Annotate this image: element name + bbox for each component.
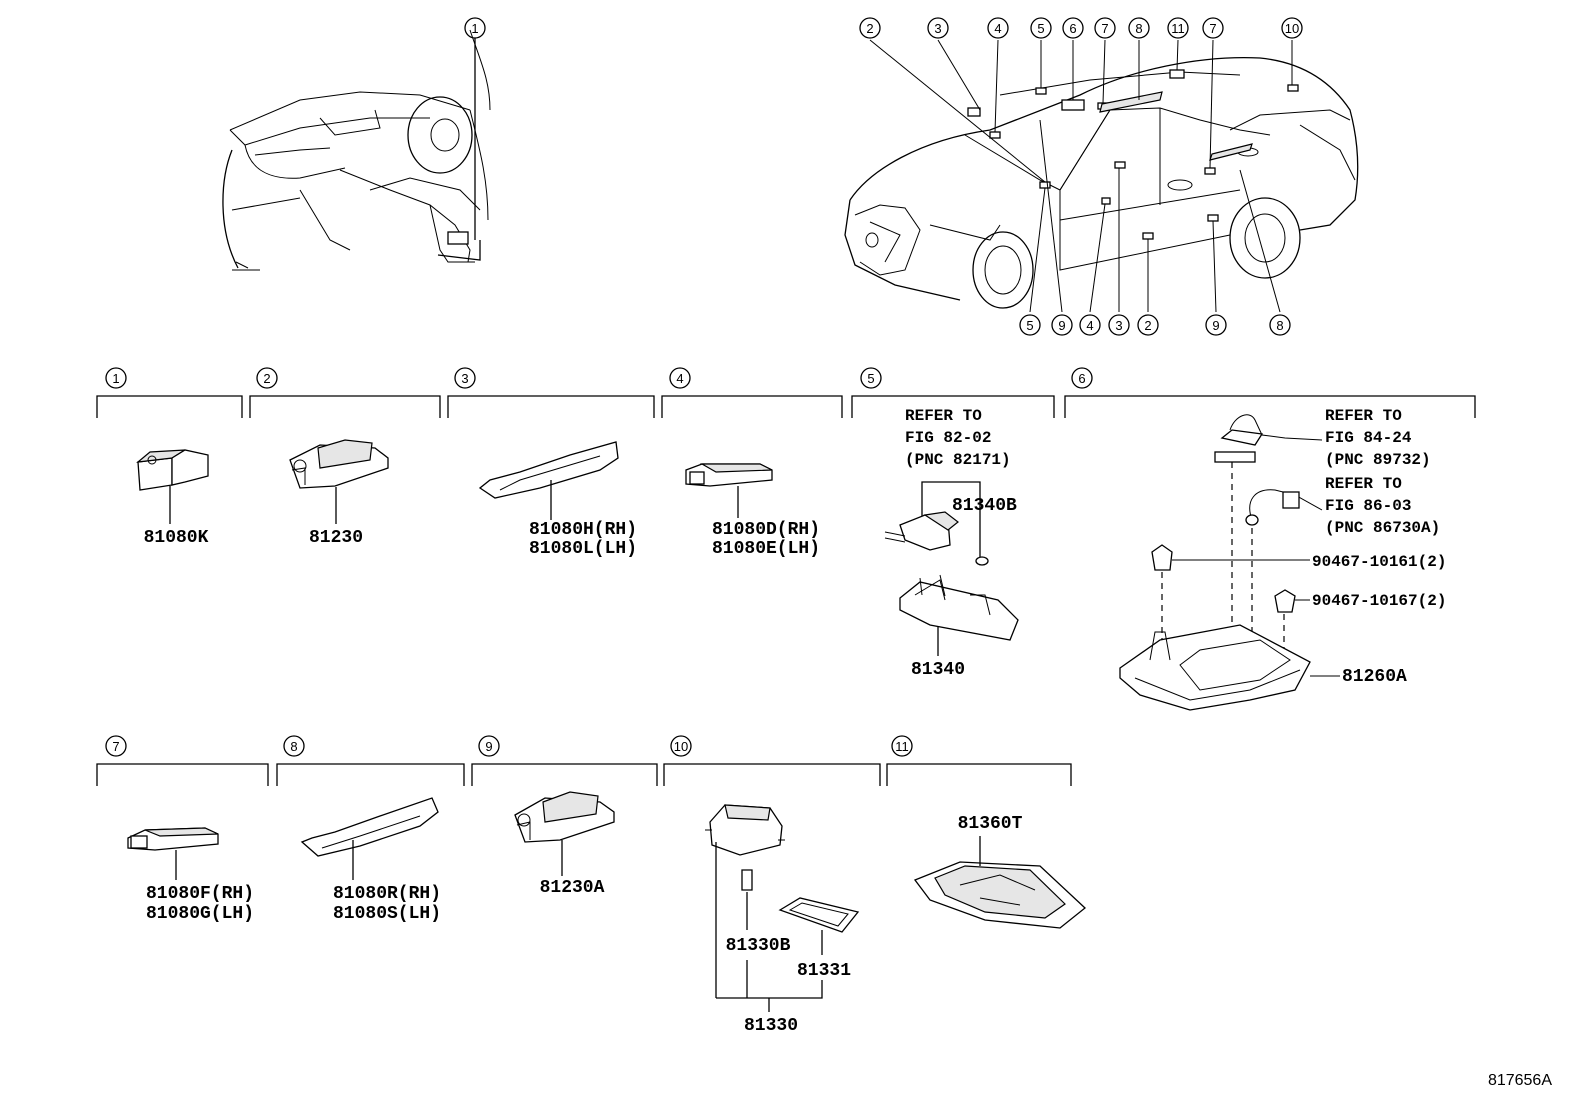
part-number: 81360T	[958, 814, 1023, 834]
section-3-part: 81080H(RH) 81080L(LH)	[478, 441, 637, 559]
part-number: 81230	[309, 528, 363, 548]
car-callouts-bottom: 5 9 4 3 2 9 8	[1019, 314, 1291, 336]
section-2-part: 81230	[289, 439, 389, 548]
callout-number: 7	[1209, 21, 1216, 36]
part-number: 81080F(RH)	[146, 884, 254, 904]
dashboard-illustration	[222, 29, 491, 271]
part-number: 90467-10161(2)	[1312, 553, 1446, 571]
part-number: 81080H(RH)	[529, 520, 637, 540]
section-8-part: 81080R(RH) 81080S(LH)	[300, 797, 441, 924]
dashboard-callouts: 1	[464, 17, 486, 39]
car-callouts-top: 2 3 4 5 6 7 8 11 7 10	[859, 17, 1303, 39]
section-number: 9	[485, 739, 492, 754]
section-5-parts: REFER TO FIG 82-02 (PNC 82171) 81340B 81…	[884, 407, 1019, 680]
callout-number: 6	[1069, 21, 1076, 36]
part-number: 81230A	[540, 878, 605, 898]
section-headers-row2: 7 8 9 10 11	[96, 735, 1072, 786]
refer-note: REFER TO	[1325, 407, 1402, 425]
refer-note: (PNC 86730A)	[1325, 519, 1440, 537]
callout-number: 3	[1115, 318, 1122, 333]
section-number: 5	[867, 371, 874, 386]
part-number: 81331	[797, 961, 851, 981]
part-number: 81080D(RH)	[712, 520, 820, 540]
callout-number: 4	[1086, 318, 1093, 333]
callout-number: 9	[1058, 318, 1065, 333]
section-number: 4	[676, 371, 683, 386]
part-number: 81340B	[952, 496, 1017, 516]
section-number: 7	[112, 739, 119, 754]
callout-number: 1	[471, 21, 478, 36]
callout-number: 2	[866, 21, 873, 36]
section-number: 10	[674, 739, 688, 754]
part-number: 81330B	[726, 936, 791, 956]
part-number: 81080G(LH)	[146, 904, 254, 924]
callout-number: 5	[1037, 21, 1044, 36]
part-number: 81340	[911, 660, 965, 680]
section-number: 3	[461, 371, 468, 386]
section-number: 11	[895, 739, 909, 754]
section-number: 8	[290, 739, 297, 754]
figure-code: 817656A	[1488, 1072, 1552, 1089]
callout-number: 9	[1212, 318, 1219, 333]
section-9-part: 81230A	[514, 791, 615, 898]
callout-number: 7	[1101, 21, 1108, 36]
callout-number: 8	[1135, 21, 1142, 36]
refer-note: (PNC 89732)	[1325, 451, 1431, 469]
refer-note: REFER TO	[1325, 475, 1402, 493]
refer-note: FIG 86-03	[1325, 497, 1411, 515]
section-4-part: 81080D(RH) 81080E(LH)	[685, 463, 820, 559]
callout-number: 8	[1276, 318, 1283, 333]
part-number: 81260A	[1342, 667, 1407, 687]
section-number: 2	[263, 371, 270, 386]
section-6-parts: REFER TO FIG 84-24 (PNC 89732) REFER TO …	[1119, 407, 1446, 711]
section-headers-row1: 1 2 3 4 5 6	[96, 367, 1476, 418]
part-number: 81330	[744, 1016, 798, 1036]
section-7-part: 81080F(RH) 81080G(LH)	[127, 827, 254, 924]
refer-note: REFER TO	[905, 407, 982, 425]
section-11-part: 81360T	[913, 814, 1086, 929]
callout-number: 10	[1285, 21, 1299, 36]
part-number: 90467-10167(2)	[1312, 592, 1446, 610]
section-1-part: 81080K	[136, 449, 209, 548]
section-10-parts: 81330B 81331 81330	[705, 804, 860, 1036]
callout-number: 2	[1144, 318, 1151, 333]
refer-note: FIG 84-24	[1325, 429, 1412, 447]
callout-number: 4	[994, 21, 1001, 36]
callout-number: 3	[934, 21, 941, 36]
callout-number: 5	[1026, 318, 1033, 333]
callout-number: 11	[1171, 21, 1185, 36]
section-number: 1	[112, 371, 119, 386]
part-number: 81080R(RH)	[333, 884, 441, 904]
car-illustration	[844, 39, 1359, 313]
part-number: 81080L(LH)	[529, 539, 637, 559]
part-number: 81080S(LH)	[333, 904, 441, 924]
section-number: 6	[1078, 371, 1085, 386]
refer-note: FIG 82-02	[905, 429, 991, 447]
part-number: 81080E(LH)	[712, 539, 820, 559]
refer-note: (PNC 82171)	[905, 451, 1011, 469]
part-number: 81080K	[144, 528, 209, 548]
